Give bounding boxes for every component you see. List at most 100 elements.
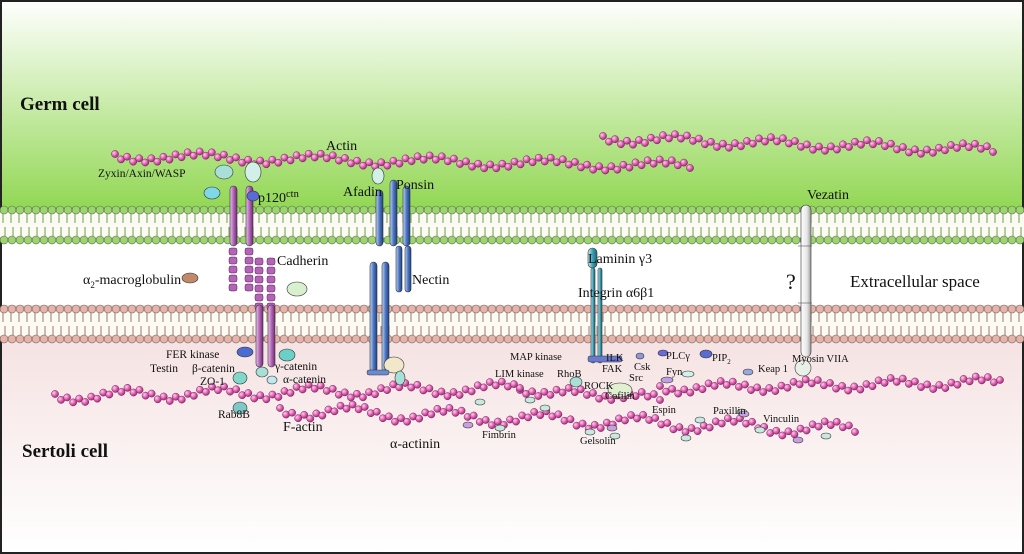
actin-bead (826, 421, 835, 430)
sertoli-cell-membrane-head (0, 304, 9, 314)
cadherin-ectodomain (228, 274, 238, 283)
germ-cell-membrane-head (671, 205, 681, 215)
germ-cell-membrane-head (903, 235, 913, 245)
germ-cell-membrane-head (415, 205, 425, 215)
sertoli-cell-membrane-head (999, 334, 1009, 344)
actin-bead (365, 158, 374, 167)
sertoli-cell-membrane-head (87, 304, 97, 314)
actin-bead (675, 423, 684, 431)
germ-cell-membrane-head (823, 235, 833, 245)
actin-bead (310, 153, 319, 162)
actin-bead (516, 160, 525, 169)
sertoli-cell-membrane-head (767, 334, 777, 344)
germ-cell-membrane-head (719, 235, 729, 245)
actin-bead (875, 137, 883, 145)
sertoli-cell-membrane-head (655, 304, 665, 314)
sertoli-cell-membrane-head (63, 334, 73, 344)
actin-bead (274, 393, 283, 401)
lim-kinase-label: LIM kinase (495, 369, 544, 380)
cadherin-ectodomain (254, 257, 264, 266)
sertoli-cell-membrane-head (159, 334, 169, 344)
alpha-catenin-blob (266, 375, 278, 385)
germ-cell-membrane-head (415, 235, 425, 245)
sertoli-cell-membrane-head (1007, 304, 1017, 314)
germ-cell-membrane-head (87, 205, 97, 215)
germ-cell-membrane-head (463, 235, 473, 245)
germ-cell-membrane-head (535, 235, 545, 245)
actin-bead (627, 411, 635, 419)
germ-cell-membrane-head (599, 205, 609, 215)
sertoli-cell-membrane-head (127, 304, 137, 314)
germ-cell-membrane-head (967, 235, 977, 245)
germ-cell-membrane-head (911, 205, 921, 215)
germ-cell-membrane-head (663, 205, 673, 215)
germ-cell-membrane-head (71, 205, 81, 215)
actin-bead (129, 157, 138, 166)
sertoli-cell-membrane-head (175, 304, 185, 314)
actin-bead (391, 417, 399, 426)
actin-bead (467, 387, 476, 396)
sertoli-cell-membrane-head (311, 334, 321, 344)
actin-bead (111, 385, 120, 393)
actin-bead (641, 139, 649, 147)
germ-cell-membrane-head (863, 205, 873, 215)
actin-bead (546, 391, 555, 399)
actin-bead (686, 164, 694, 172)
germ-cell-membrane-head (695, 235, 705, 245)
germ-cell-membrane-head (271, 205, 281, 215)
germ-cell-membrane-head (503, 205, 513, 215)
actin-bead (583, 160, 591, 169)
actin-bead (856, 385, 865, 394)
germ-cell-membrane-head (959, 205, 969, 215)
germ-cell-membrane-head (743, 205, 753, 215)
sertoli-actin-filament-3 (656, 372, 1004, 398)
germ-cell-membrane-head (183, 205, 193, 215)
actin-bead (659, 131, 667, 140)
actin-bead (844, 386, 853, 395)
integrin-stalk (590, 267, 596, 364)
germ-cell-membrane-head (111, 205, 121, 215)
germ-cell-membrane-head (567, 205, 577, 215)
actin-bead (674, 389, 683, 398)
sertoli-cell-membrane-head (527, 334, 537, 344)
actin-label: Actin (326, 139, 357, 154)
actin-bead (649, 159, 658, 168)
sertoli-cell-membrane-head (415, 304, 425, 314)
actin-bead (566, 415, 575, 424)
actin-bead (371, 390, 379, 399)
actin-bead (783, 383, 792, 392)
actin-bead (617, 140, 625, 149)
src-label: Src (629, 373, 643, 384)
actin-bead (724, 414, 732, 423)
actin-bead (480, 164, 489, 173)
actin-bead (977, 376, 986, 385)
sertoli-cell-membrane-head (319, 304, 329, 314)
actin-binding-protein-blob (584, 428, 596, 436)
actin-bead (474, 159, 483, 168)
alpha-catenin-label: α-catenin (283, 374, 326, 386)
fyn-blob (660, 376, 674, 384)
actin-bead (807, 379, 816, 388)
sertoli-cell-label: Sertoli cell (22, 441, 108, 462)
sertoli-cell-membrane-head (119, 304, 129, 314)
germ-cell-membrane-head (959, 235, 969, 245)
germ-cell-membrane-head (367, 205, 377, 215)
sertoli-cell-membrane-head (31, 304, 41, 314)
actin-bead (530, 408, 539, 416)
sertoli-cell-membrane-head (175, 334, 185, 344)
sertoli-cell-membrane-head (223, 334, 233, 344)
sertoli-cell-membrane-head (103, 334, 113, 344)
cadherin-ectodomain (254, 293, 264, 302)
actin-bead (256, 156, 265, 165)
germ-cell-membrane-head (991, 235, 1001, 245)
actin-bead (328, 384, 337, 393)
germ-cell-membrane-head (319, 205, 329, 215)
cofilin-blob (607, 382, 633, 398)
cadherin-label: Cadherin (277, 254, 328, 269)
actin-bead (341, 388, 349, 397)
germ-cell-membrane-head (679, 235, 689, 245)
actin-bead (437, 152, 446, 161)
actin-bead (755, 134, 763, 143)
germ-cell-membrane-head (127, 235, 137, 245)
germ-cell-membrane-head (479, 205, 489, 215)
